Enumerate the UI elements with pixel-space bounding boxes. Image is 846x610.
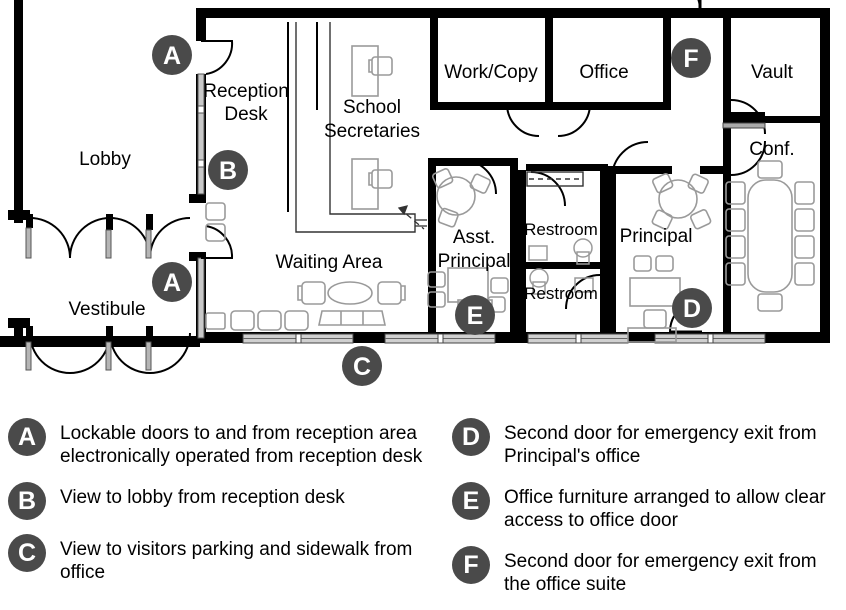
legend-item-f: F Second door for emergency exit from th… bbox=[452, 546, 846, 596]
legend-column-right: D Second door for emergency exit from Pr… bbox=[452, 418, 846, 610]
legend-item-c: C View to visitors parking and sidewalk … bbox=[8, 534, 448, 584]
floorplan-drawing: Lobby Reception Desk School Secretaries … bbox=[0, 0, 830, 386]
vault-conf-door-jamb bbox=[722, 112, 766, 129]
plan-marker-letter: C bbox=[353, 353, 371, 381]
legend-item-a: A Lockable doors to and from reception a… bbox=[8, 418, 448, 468]
room-label-secretaries: School bbox=[343, 97, 401, 118]
room-label-asst-2: Principal bbox=[438, 251, 511, 272]
reception-counter bbox=[295, 22, 416, 233]
exterior-windows bbox=[242, 333, 766, 344]
legend-item-d: D Second door for emergency exit from Pr… bbox=[452, 418, 846, 468]
plan-marker-e[interactable]: E bbox=[455, 295, 495, 335]
legend-column-left: A Lockable doors to and from reception a… bbox=[8, 418, 448, 598]
room-label-asst: Asst. bbox=[453, 227, 495, 248]
legend-text-b: View to lobby from reception desk bbox=[60, 487, 345, 508]
room-labels: Lobby Reception Desk School Secretaries … bbox=[68, 62, 794, 320]
plan-marker-letter: F bbox=[683, 45, 698, 73]
swing-doors bbox=[201, 0, 766, 334]
legend-text-e: Office furniture arranged to allow clear… bbox=[504, 487, 826, 531]
room-label-secretaries-2: Secretaries bbox=[324, 121, 420, 142]
restroom-counter bbox=[526, 171, 584, 187]
room-label-reception-2: Desk bbox=[224, 104, 268, 125]
legend-item-b: B View to lobby from reception desk bbox=[8, 482, 448, 520]
plan-marker-letter: D bbox=[683, 295, 701, 323]
room-label-restroom-1: Restroom bbox=[524, 220, 598, 239]
room-label-vestibule: Vestibule bbox=[68, 299, 145, 320]
plan-marker-f[interactable]: F bbox=[671, 38, 711, 78]
plan-marker-c[interactable]: C bbox=[342, 346, 382, 386]
legend-item-e: E Office furniture arranged to allow cle… bbox=[452, 482, 846, 532]
plan-marker-letter: B bbox=[219, 157, 237, 185]
room-label-reception: Reception bbox=[203, 81, 289, 102]
legend-badge-f: F bbox=[452, 546, 490, 584]
legend-text-d: Second door for emergency exit from Prin… bbox=[504, 423, 817, 467]
plan-markers: A B A C E D F bbox=[152, 35, 712, 386]
plan-marker-b[interactable]: B bbox=[208, 150, 248, 190]
plan-marker-letter: A bbox=[163, 42, 181, 70]
legend-text-c: View to visitors parking and sidewalk fr… bbox=[60, 539, 413, 583]
legend-badge-c: C bbox=[8, 534, 46, 572]
legend-badge-e: E bbox=[452, 482, 490, 520]
plan-marker-a-top[interactable]: A bbox=[152, 35, 192, 75]
legend: A Lockable doors to and from reception a… bbox=[0, 400, 846, 610]
legend-badge-b: B bbox=[8, 482, 46, 520]
room-label-restroom-2: Restroom bbox=[524, 284, 598, 303]
conference-furniture bbox=[725, 160, 815, 312]
restroom-fixtures bbox=[528, 238, 594, 295]
counter-gate bbox=[397, 205, 427, 230]
reception-glazing bbox=[197, 73, 205, 339]
room-label-conf: Conf. bbox=[749, 139, 794, 160]
room-label-principal: Principal bbox=[620, 226, 693, 247]
legend-badge-d: D bbox=[452, 418, 490, 456]
legend-text-f: Second door for emergency exit from the … bbox=[504, 551, 817, 595]
plan-marker-d[interactable]: D bbox=[672, 288, 712, 328]
legend-badge-a: A bbox=[8, 418, 46, 456]
plan-marker-a-bottom[interactable]: A bbox=[152, 262, 192, 302]
room-label-workcopy: Work/Copy bbox=[444, 62, 538, 83]
plan-marker-letter: A bbox=[163, 269, 181, 297]
legend-text-a: Lockable doors to and from reception are… bbox=[60, 423, 423, 467]
room-label-vault: Vault bbox=[751, 62, 794, 83]
vestibule-door-jambs bbox=[25, 214, 153, 371]
room-label-lobby: Lobby bbox=[79, 149, 131, 170]
reception-chairs bbox=[205, 202, 226, 242]
secretary-furniture bbox=[351, 45, 393, 210]
room-label-office: Office bbox=[579, 62, 628, 83]
plan-marker-letter: E bbox=[467, 302, 484, 330]
room-label-waiting: Waiting Area bbox=[275, 252, 382, 273]
principal-furniture bbox=[627, 173, 712, 343]
waiting-furniture bbox=[205, 281, 406, 331]
